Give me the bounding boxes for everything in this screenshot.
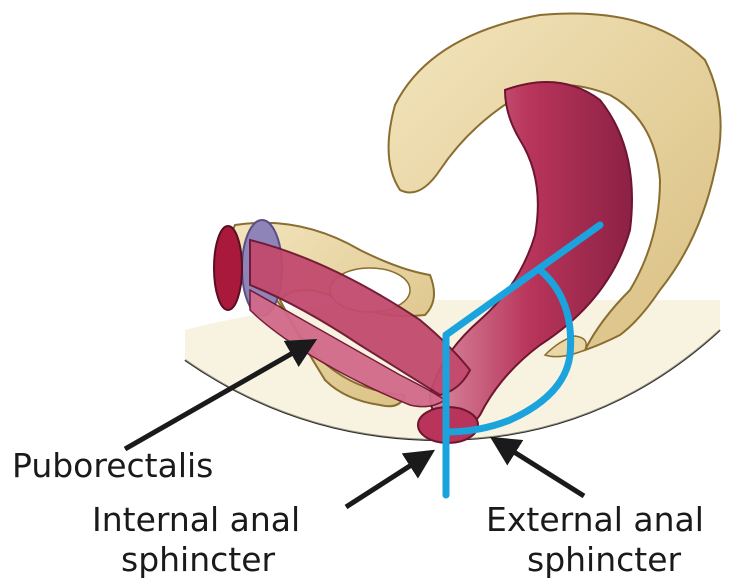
urogenital-opening — [214, 226, 242, 310]
arrow-icon — [346, 453, 430, 507]
arrow-icon — [495, 440, 584, 496]
label-internal-anal-sphincter-line2: sphincter — [121, 543, 275, 576]
label-external-anal-sphincter-line1: External anal — [486, 503, 704, 536]
label-external-anal-sphincter-line2: sphincter — [527, 543, 681, 576]
label-puborectalis: Puborectalis — [12, 449, 213, 482]
label-internal-anal-sphincter-line1: Internal anal — [92, 503, 300, 536]
